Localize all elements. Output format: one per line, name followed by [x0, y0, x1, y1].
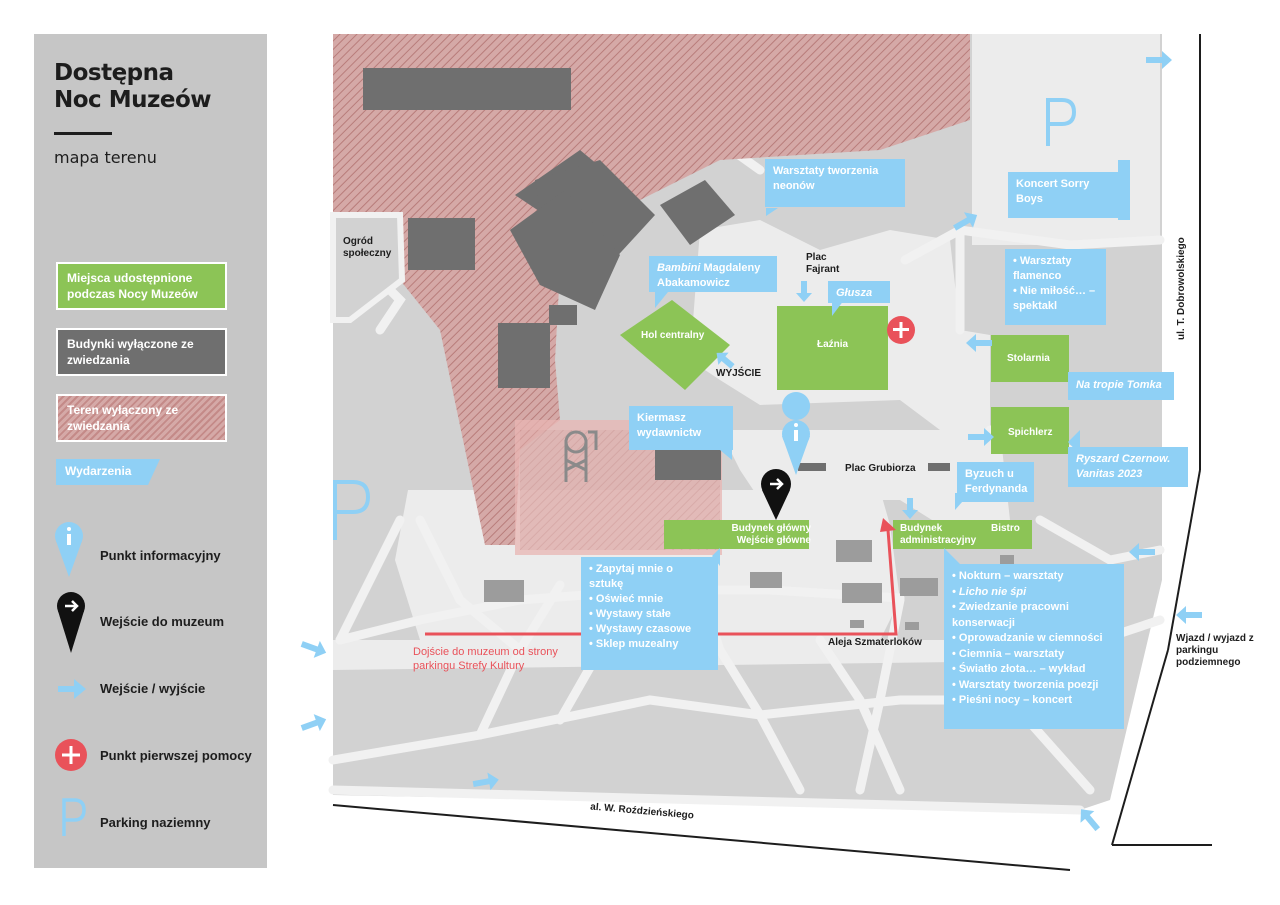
legend-closed-area: Teren wyłączony ze zwiedzania: [56, 394, 227, 442]
nokturn-item: Licho nie śpi: [952, 585, 1116, 601]
dojscie-label: Dojście do muzeum od strony parkingu Str…: [413, 646, 558, 672]
event-koncert[interactable]: Koncert Sorry Boys: [1008, 172, 1118, 218]
closed-area: [333, 34, 970, 545]
nokturn-item: Oprowadzanie w ciemności: [952, 631, 1116, 647]
spichlerz-label[interactable]: Spichlerz: [1008, 427, 1053, 438]
museum-entrance-icon: [57, 592, 85, 653]
budynek-admin-area: [893, 520, 1032, 549]
budynek-admin-label[interactable]: Budynek administracyjny: [900, 523, 977, 546]
wyjscie-label: WYJŚCIE: [716, 368, 762, 379]
title-line-1: Dostępna: [54, 60, 174, 86]
nokturn-item: Światło złota… – wykład: [952, 662, 1116, 678]
event-glusza[interactable]: Głusza: [828, 281, 890, 303]
ul-dobrowolskiego-label: ul. T. Dobrowolskiego: [1176, 237, 1187, 340]
bistro-label[interactable]: Bistro: [991, 523, 1020, 534]
zapytaj-item: Zapytaj mnie o sztukę: [589, 562, 710, 592]
event-zapytaj[interactable]: Zapytaj mnie o sztukę Oświeć mnie Wystaw…: [581, 557, 718, 670]
entry-exit-arrows: [300, 51, 1202, 832]
entry-exit-arrow-icon: [58, 679, 86, 699]
bambini-italic: Bambini: [657, 262, 701, 274]
stolarnia-label[interactable]: Stolarnia: [1007, 353, 1050, 364]
plac-grubiorza-label: Plac Grubiorza: [845, 463, 916, 474]
flamenco-item: Nie miłość… – spektakl: [1013, 284, 1098, 314]
laznia-label[interactable]: Łaźnia: [817, 339, 849, 350]
legend-events: Wydarzenia: [56, 459, 160, 485]
stolarnia-area: [991, 335, 1069, 382]
first-aid-icon: [55, 739, 87, 771]
zapytaj-item: Oświeć mnie: [589, 592, 710, 607]
info-point-icon: [55, 522, 83, 577]
museum-entrance-icon: [761, 469, 791, 520]
ogrod-label: Ogród społeczny: [343, 236, 392, 259]
event-flamenco[interactable]: Warsztaty flamenco Nie miłość… – spektak…: [1005, 249, 1106, 325]
roads: [332, 34, 1212, 871]
event-tomek[interactable]: Na tropie Tomka: [1068, 372, 1174, 400]
event-ryszard[interactable]: Ryszard Czernow. Vanitas 2023: [1068, 447, 1188, 487]
event-byzuch[interactable]: Byzuch u Ferdynanda: [957, 462, 1034, 502]
event-kiermasz[interactable]: Kiermasz wydawnictw: [629, 406, 733, 450]
flamenco-item: Warsztaty flamenco: [1013, 254, 1098, 284]
event-bambini[interactable]: Bambini Magdaleny Abakamowicz: [649, 256, 777, 292]
legend-panel: Dostępna Noc Muzeów mapa terenu Miejsca …: [34, 34, 267, 868]
legend-parking: Parking naziemny: [100, 815, 211, 830]
nokturn-item: Zwiedzanie pracowni konserwacji: [952, 600, 1116, 631]
nokturn-item: Ciemnia – warsztaty: [952, 647, 1116, 663]
hol-centralny-area: [620, 300, 730, 390]
event-neony[interactable]: Warsztaty tworzenia neonów: [765, 159, 905, 207]
title-line-2: Noc Muzeów: [54, 87, 212, 113]
nokturn-item: Pieśni nocy – koncert: [952, 693, 1116, 709]
shaft-tower-icon: [564, 430, 598, 482]
budynek-glowny-area: [664, 520, 809, 549]
legend-subtitle: mapa terenu: [54, 148, 157, 167]
parking-icon: [333, 98, 1077, 540]
first-aid-icon: [887, 316, 915, 344]
zapytaj-item: Wystawy stałe: [589, 607, 710, 622]
legend-first-aid: Punkt pierwszej pomocy: [100, 748, 252, 763]
nokturn-item: Warsztaty tworzenia poezji: [952, 678, 1116, 694]
nokturn-item: Nokturn – warsztaty: [952, 569, 1116, 585]
zapytaj-item: Sklep muzealny: [589, 637, 710, 652]
open-places: [620, 300, 1069, 549]
laznia-area: [777, 306, 888, 390]
bambini-rest: Magdaleny Abakamowicz: [657, 262, 761, 289]
event-nokturn[interactable]: Nokturn – warsztaty Licho nie śpi Zwiedz…: [944, 564, 1124, 729]
legend-title: Dostępna Noc Muzeów: [54, 60, 212, 114]
legend-entry-exit: Wejście / wyjście: [100, 681, 206, 696]
legend-closed-buildings: Budynki wyłączone ze zwiedzania: [56, 328, 227, 376]
budynek-glowny-label[interactable]: Budynek główny Wejście główne: [731, 523, 811, 546]
legend-open-places: Miejsca udostępnione podczas Nocy Muzeów: [56, 262, 227, 310]
legend-museum-entrance: Wejście do muzeum: [100, 614, 225, 629]
hol-centralny-label[interactable]: Hol centralny: [641, 330, 705, 341]
wjazd-label: Wjazd / wyjazd z parkingu podziemnego: [1176, 633, 1254, 668]
zapytaj-item: Wystawy czasowe: [589, 622, 710, 637]
spichlerz-area: [991, 407, 1069, 454]
plac-fajrant-label: Plac Fajrant: [806, 252, 840, 275]
aleja-label: Aleja Szmaterloków: [828, 637, 922, 648]
minor-buildings: [484, 540, 1112, 630]
title-rule: [54, 132, 112, 135]
parking-icon: [62, 798, 86, 836]
closed-buildings: [363, 68, 950, 480]
info-point-icon: [782, 392, 811, 475]
legend-info-point: Punkt informacyjny: [100, 548, 221, 563]
